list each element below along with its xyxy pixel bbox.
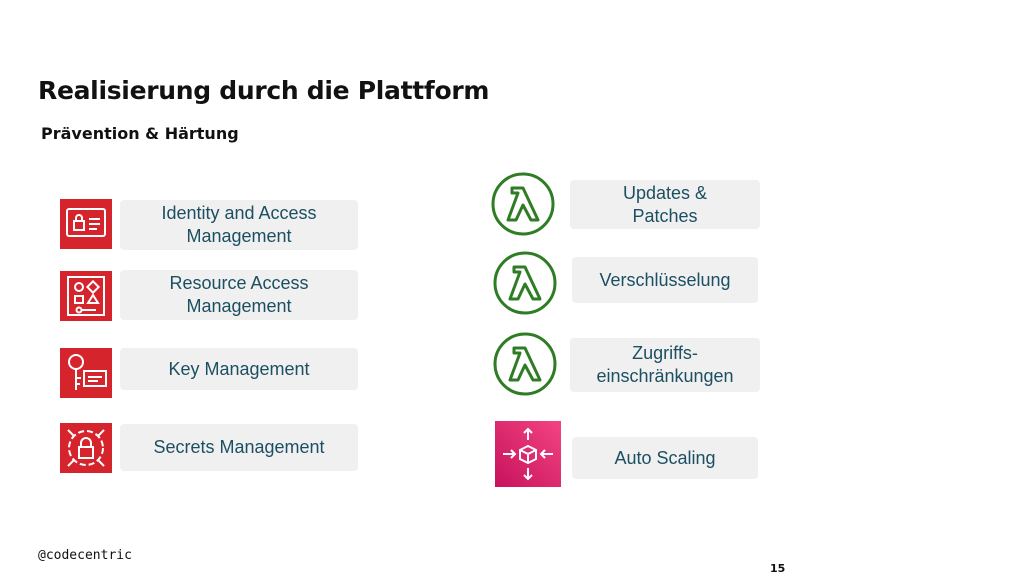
secrets-management-label: Secrets Management xyxy=(120,424,358,471)
pill-text: Identity and Access Management xyxy=(161,203,317,246)
lambda-icon xyxy=(492,250,558,316)
lambda-icon xyxy=(490,171,556,237)
pill-text: Auto Scaling xyxy=(614,447,716,468)
resource-access-management-label: Resource Access Management xyxy=(120,270,358,320)
pill-text: Zugriffs-einschränkungen xyxy=(596,343,734,386)
slide-subtitle: Prävention & Härtung xyxy=(41,124,239,143)
auto-scaling-icon xyxy=(495,421,561,487)
pill-text: Resource Access Management xyxy=(169,273,309,316)
updates-patches-label: Updates & Patches xyxy=(570,180,760,229)
key-management-label: Key Management xyxy=(120,348,358,390)
codecentric-logo: @codecentric xyxy=(38,548,132,563)
resource-access-icon xyxy=(60,271,112,321)
pill-text: Key Management xyxy=(168,358,310,379)
identity-access-management-label: Identity and Access Management xyxy=(120,200,358,250)
secrets-manager-icon xyxy=(60,423,112,473)
verschluesselung-label: Verschlüsselung xyxy=(572,257,758,303)
pill-text: Secrets Management xyxy=(153,437,325,457)
key-management-icon xyxy=(60,348,112,398)
lambda-icon xyxy=(492,331,558,397)
iam-icon xyxy=(60,199,112,249)
pill-text: Updates & Patches xyxy=(622,182,708,226)
pill-text: Verschlüsselung xyxy=(599,269,731,290)
auto-scaling-label: Auto Scaling xyxy=(572,437,758,479)
page-number: 15 xyxy=(770,562,786,575)
zugriffseinschraenkungen-label: Zugriffs-einschränkungen xyxy=(570,338,760,392)
slide-title: Realisierung durch die Plattform xyxy=(38,76,490,105)
